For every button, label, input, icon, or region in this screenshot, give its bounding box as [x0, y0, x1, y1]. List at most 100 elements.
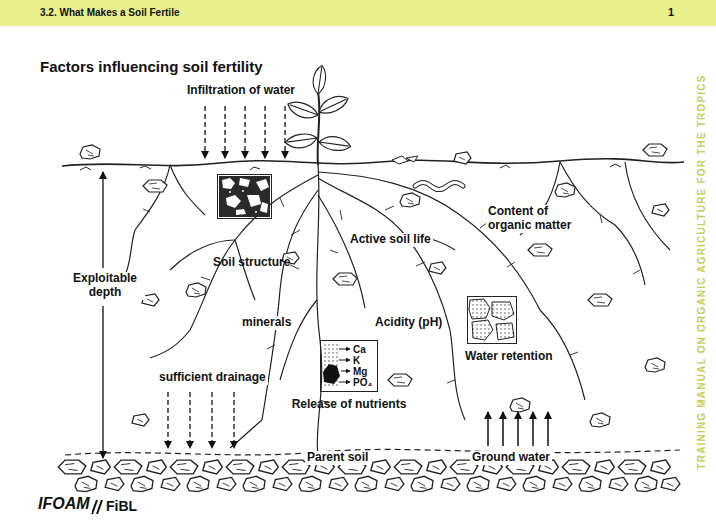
ground-surface	[62, 159, 684, 166]
root	[190, 175, 318, 330]
rock	[553, 477, 572, 490]
rock	[523, 476, 545, 491]
arrow	[517, 412, 519, 446]
stone	[643, 144, 667, 156]
roots	[125, 162, 670, 455]
arrow	[167, 392, 168, 448]
earthworm-body	[415, 183, 463, 190]
factor-label: sufficient drainage	[157, 371, 268, 385]
rock	[467, 476, 489, 491]
rock	[91, 460, 111, 474]
rock	[161, 477, 180, 490]
arrow	[102, 306, 103, 458]
rock	[329, 477, 348, 490]
soil-structure-inset: Soil structure	[217, 174, 272, 219]
release-arrows	[339, 349, 350, 382]
header-band: 3.2. What Makes a Soil Fertile1	[0, 0, 716, 26]
stone	[454, 152, 471, 164]
plant-leaves	[284, 65, 351, 153]
stone	[400, 193, 420, 207]
stone	[652, 204, 669, 216]
nutrient-symbol: Ca	[353, 344, 366, 356]
rock	[579, 476, 601, 491]
soil-structure-picture	[219, 176, 270, 217]
rock	[131, 476, 153, 491]
nutrient-release-picture	[322, 342, 350, 388]
leaf	[311, 65, 327, 95]
arrow	[102, 172, 103, 268]
drainage-arrows	[168, 392, 234, 448]
inset-label: Soil structure	[213, 256, 290, 270]
fibl-logo-mark	[92, 500, 102, 514]
soil-stones	[80, 144, 669, 427]
rock	[187, 476, 209, 491]
arrow	[532, 412, 534, 446]
stone	[590, 413, 610, 427]
rock	[203, 460, 223, 474]
arrow	[487, 412, 489, 446]
arrow	[264, 106, 265, 158]
root	[235, 240, 255, 300]
logo-strokes	[92, 500, 102, 514]
stone	[645, 358, 665, 372]
ground-water-arrows	[488, 412, 548, 446]
rock	[441, 477, 460, 490]
leaf	[284, 132, 318, 150]
soil-pores	[222, 178, 269, 215]
water-retention-picture	[468, 297, 516, 343]
rock	[355, 476, 377, 491]
rock	[75, 476, 97, 491]
root	[125, 165, 170, 275]
rock	[114, 460, 142, 474]
rock	[618, 460, 646, 474]
soil-crumbs	[469, 299, 514, 340]
pore-dot	[229, 191, 231, 193]
leaf-litter	[392, 156, 418, 164]
arrow	[189, 392, 190, 448]
arrow	[284, 106, 285, 158]
inset-ground	[468, 297, 516, 343]
stone	[510, 398, 530, 412]
root	[262, 190, 318, 420]
arrow	[341, 371, 350, 372]
root	[318, 172, 540, 310]
rock	[226, 460, 254, 474]
diagram-title: Factors influencing soil fertility	[40, 58, 263, 76]
rock	[273, 477, 292, 490]
inset-label: Release of nutrients	[292, 398, 407, 412]
stone	[143, 180, 167, 192]
rock	[105, 477, 124, 490]
factor-label: Parent soil	[305, 451, 370, 465]
section-heading: 3.2. What Makes a Soil Fertile	[40, 7, 180, 19]
stone	[132, 414, 149, 426]
leaf	[318, 135, 352, 153]
infiltration-arrows	[205, 106, 285, 158]
factor-label: Infiltration of water	[185, 84, 297, 98]
surface-clods	[80, 164, 621, 170]
rock	[243, 476, 265, 491]
ground-water-level	[65, 449, 680, 455]
watermark: TRAINING MANUAL ON ORGANIC AGRICULTURE F…	[696, 72, 708, 471]
rock	[497, 477, 516, 490]
water-retention-inset: Water retention	[467, 296, 517, 344]
arrow	[339, 382, 350, 383]
rock	[385, 477, 404, 490]
rock	[58, 460, 86, 474]
rock	[427, 460, 447, 474]
rock	[217, 477, 236, 490]
arrow	[339, 349, 350, 350]
factor-label: Ground water	[470, 451, 552, 465]
root	[170, 165, 205, 215]
root	[625, 162, 670, 250]
parent-soil-rocks	[58, 460, 680, 492]
factor-label: Content of organic matter	[486, 205, 590, 233]
rock	[147, 460, 167, 474]
pore-dot	[242, 190, 244, 192]
stone	[333, 273, 357, 285]
arrow	[204, 106, 205, 158]
factor-label: Exploitable depth	[65, 272, 145, 300]
leaf	[316, 92, 351, 118]
nutrient-symbol: K	[353, 355, 360, 367]
plant-stem	[318, 92, 320, 165]
